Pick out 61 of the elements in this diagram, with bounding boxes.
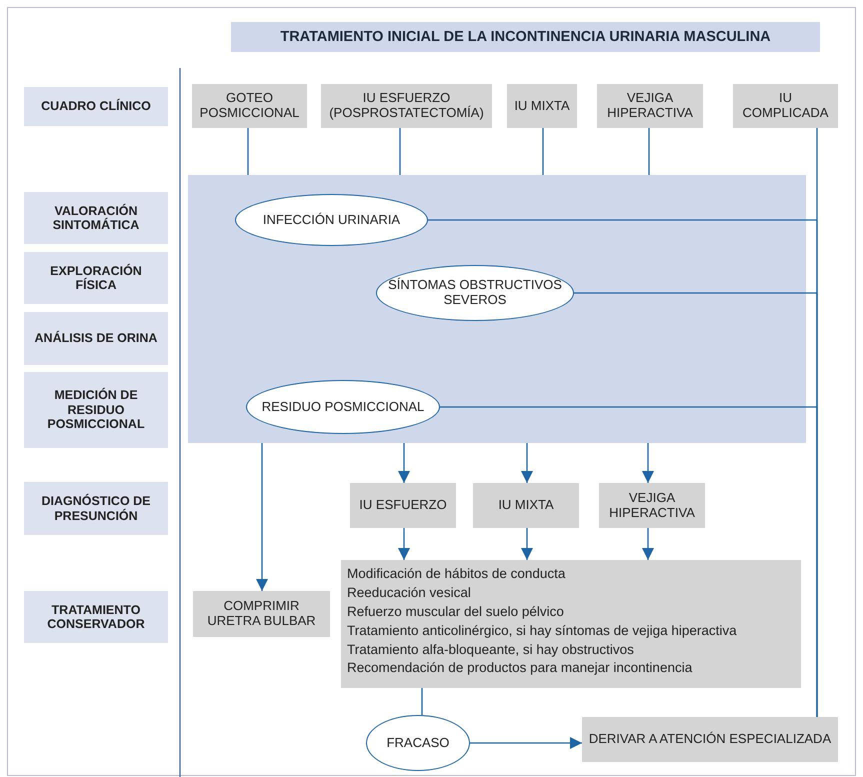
node-label: IU COMPLICADA (742, 91, 830, 121)
node-label: IU ESFUERZO (POSPROSTATECTOMÍA) (328, 91, 485, 121)
assessment-panel (188, 175, 806, 443)
arrow (398, 443, 410, 483)
node-label: EXPLORACIÓN FÍSICA (49, 264, 143, 292)
stage-label (24, 252, 168, 304)
arrow (398, 528, 410, 560)
connector-line (648, 128, 650, 175)
node-label: FRACASO (386, 736, 450, 750)
node-label: CUADRO CLÍNICO (41, 99, 151, 114)
stage-label (24, 312, 168, 365)
node-label: GOTEO POSMICCIONAL (198, 91, 300, 121)
process-box (193, 591, 330, 637)
arrow (642, 443, 654, 483)
node-label: IU MIXTA (514, 98, 570, 114)
process-box (582, 717, 838, 762)
list-item: Modificación de hábitos de conducta (347, 565, 566, 583)
node-label: VALORACIÓN SINTOMÁTICA (52, 204, 140, 232)
list-item: Reeducación vesical (347, 584, 471, 602)
node-label: RESIDUO POSMICCIONAL (262, 400, 424, 414)
node-label: COMPRIMIR URETRA BULBAR (206, 599, 317, 629)
stage-label (24, 591, 168, 643)
node-label: DERIVAR A ATENCIÓN ESPECIALIZADA (588, 732, 832, 747)
arrow (642, 528, 654, 560)
list-item: Tratamiento alfa-bloqueante, si hay obstructivos (347, 640, 634, 659)
node-label: INFECCIÓN URINARIA (262, 212, 400, 228)
connector-line (247, 128, 249, 175)
node-label: TRATAMIENTO CONSERVADOR (46, 602, 146, 632)
stage-label (24, 87, 168, 126)
process-box (599, 483, 705, 528)
list-item: Recomendación de productos para manejar incontinencia (347, 659, 692, 678)
node-label: VEJIGA HIPERACTIVA (606, 91, 694, 121)
process-box (473, 483, 579, 528)
node-label: ANÁLISIS DE ORINA (34, 331, 158, 346)
arrow (521, 528, 533, 560)
list-item: Tratamiento anticolinérgico, si hay síntomas de vejiga hiperactiva (347, 622, 737, 640)
node-label: VEJIGA HIPERACTIVA (608, 490, 696, 520)
connector-line (399, 128, 401, 175)
list-item: Refuerzo muscular del suelo pélvico (347, 602, 564, 621)
process-box (733, 84, 838, 128)
process-box (507, 84, 577, 128)
connector-line (542, 128, 544, 175)
process-box (350, 483, 456, 528)
arrow (470, 737, 582, 749)
stage-label (24, 192, 168, 244)
title: TRATAMIENTO INICIAL DE LA INCONTINENCIA URINARIA MASCULINA (231, 22, 820, 52)
treatment-box (341, 560, 801, 688)
process-box (321, 84, 492, 128)
node-label: IU MIXTA (498, 498, 554, 513)
process-box (192, 84, 307, 128)
connector-line (440, 406, 818, 717)
node-label: IU ESFUERZO (359, 498, 447, 513)
process-box (597, 84, 703, 128)
arrow (256, 443, 268, 591)
node-label: MEDICIÓN DE RESIDUO POSMICCIONAL (46, 388, 146, 432)
arrow (521, 443, 533, 483)
stage-label (24, 482, 168, 535)
node-label: DIAGNÓSTICO DE PRESUNCIÓN (40, 494, 152, 523)
stage-label (24, 372, 168, 448)
node-label: SÍNTOMAS OBSTRUCTIVOS SEVEROS (387, 278, 563, 308)
connector-line (421, 688, 423, 715)
